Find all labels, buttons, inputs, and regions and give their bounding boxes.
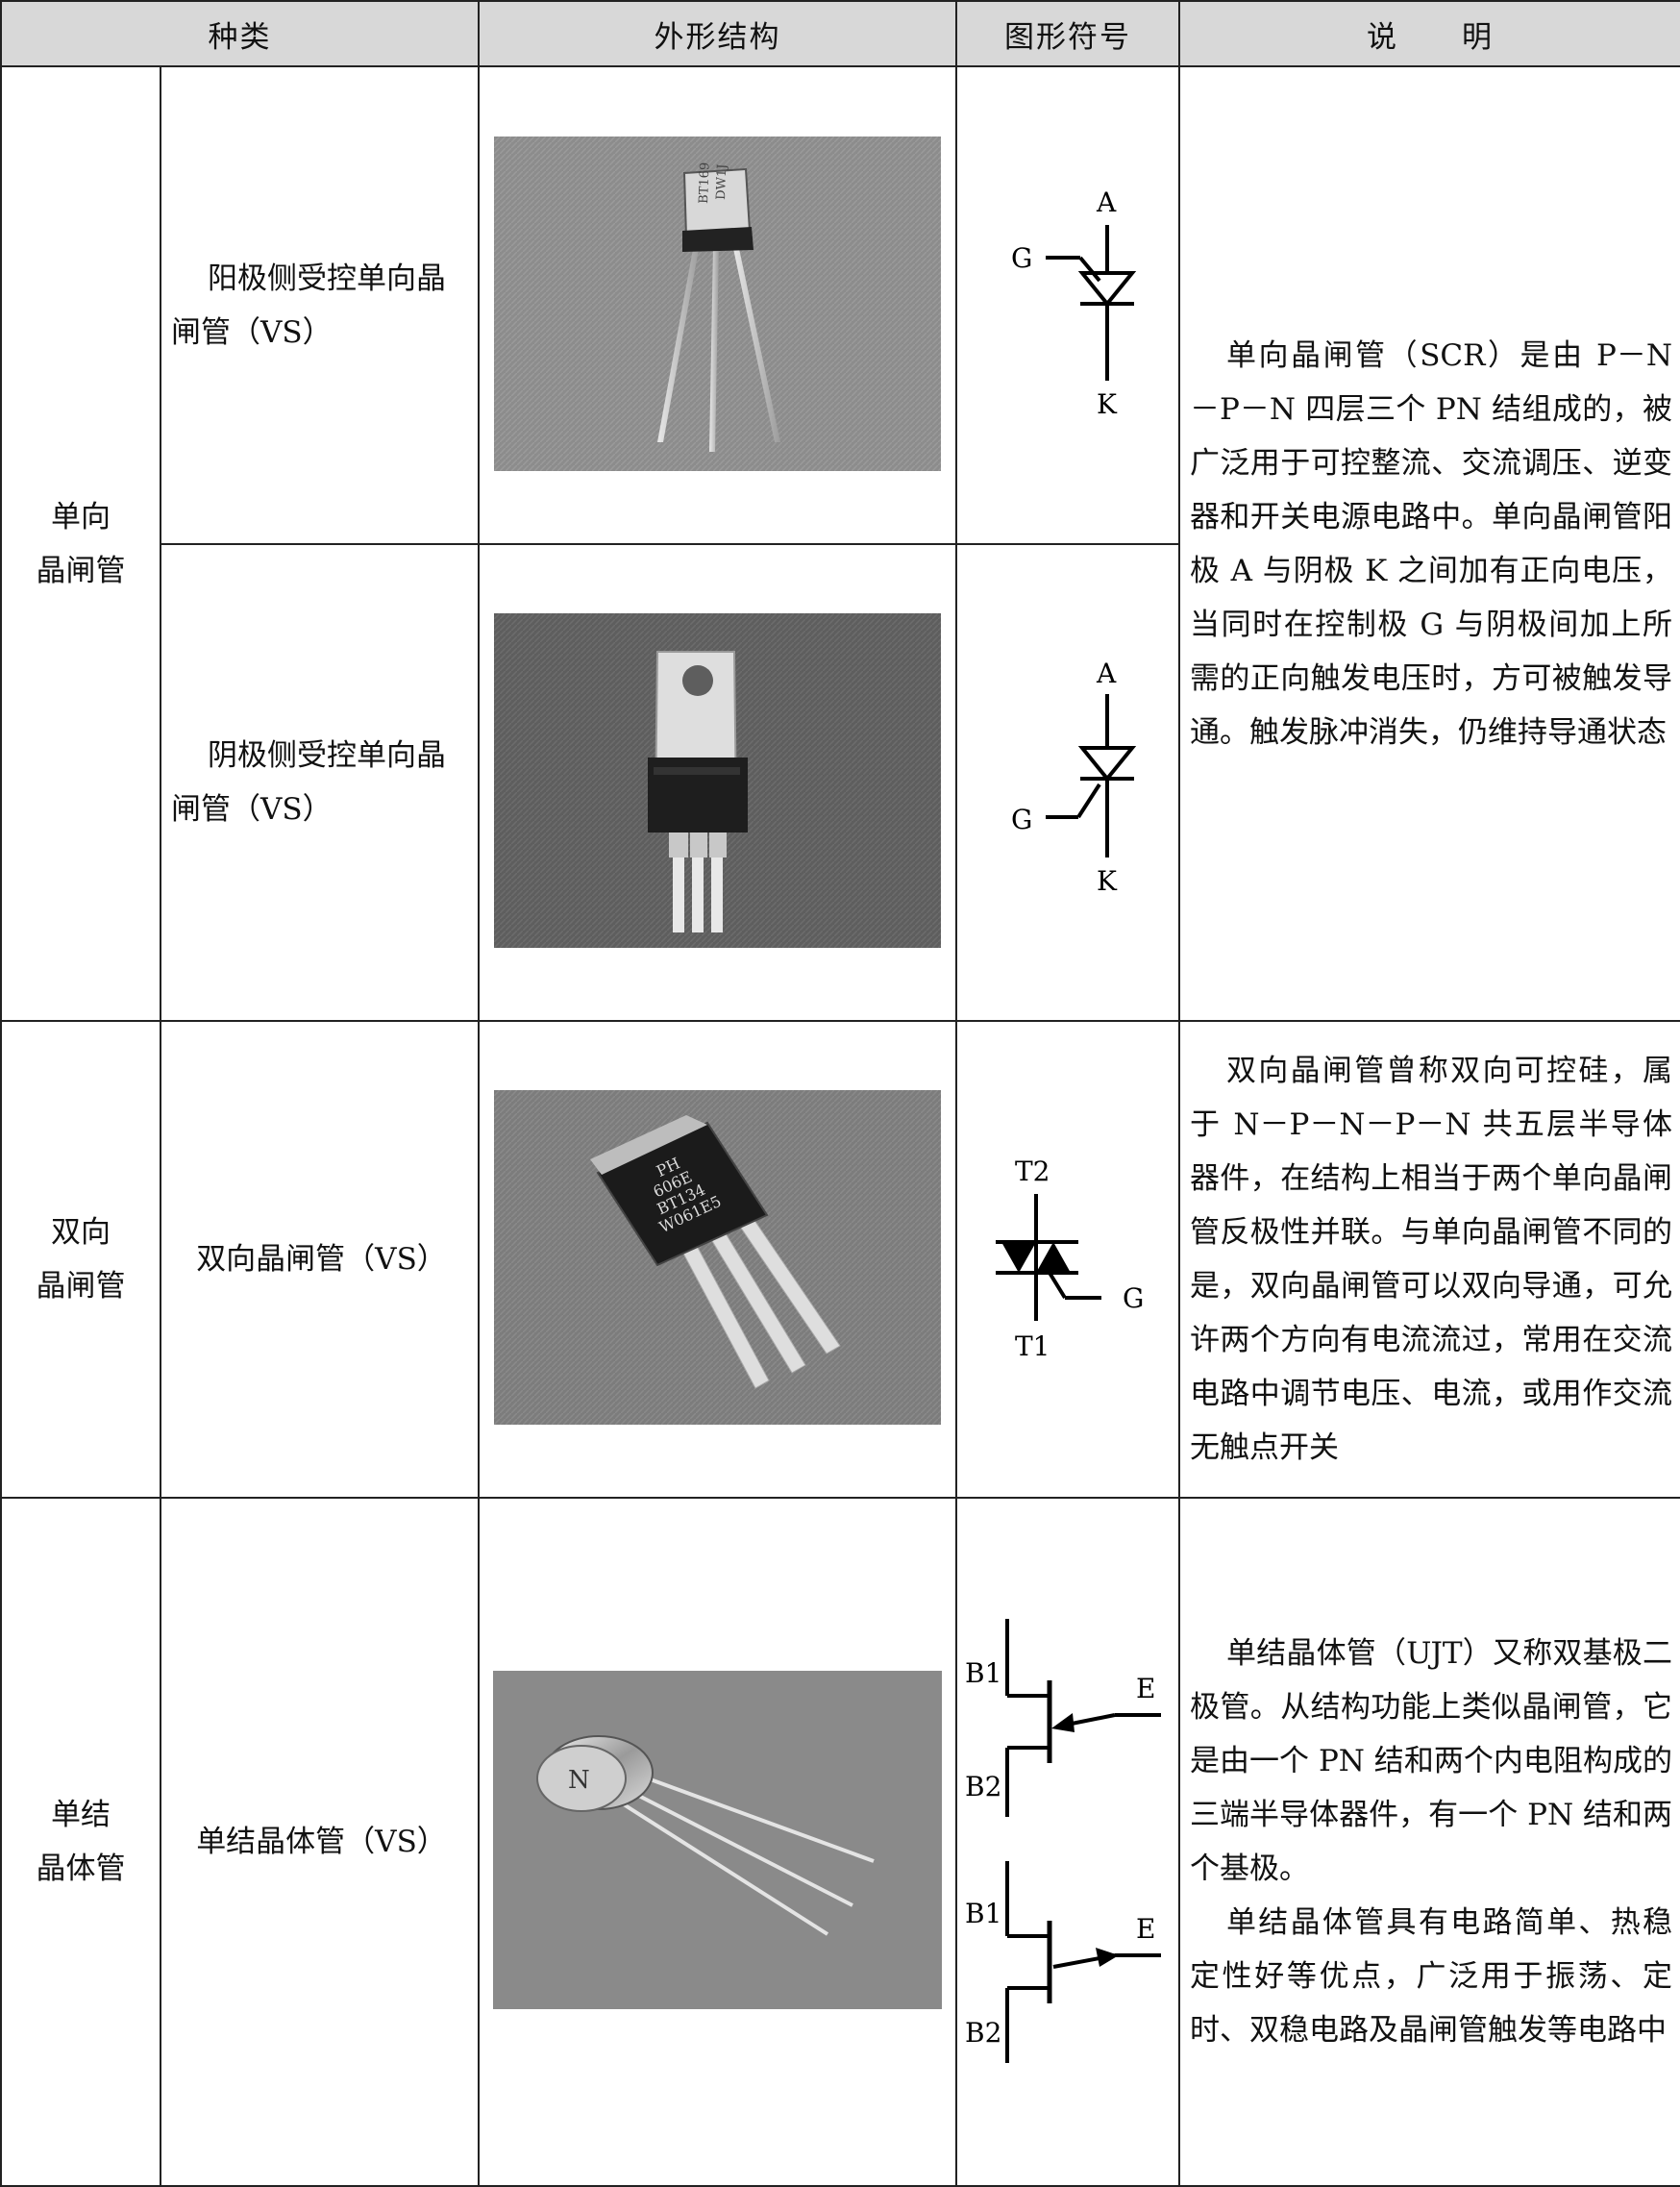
table-row-scr-cathode: 阴极侧受控单向晶 闸管（VS） [1, 543, 1680, 1022]
ujt-marking: N [568, 1766, 590, 1795]
photo-cell-scr-anode: BT169 DW1J [478, 65, 957, 545]
symbol-label-a: A [1096, 186, 1117, 218]
scr-to126-photo [494, 613, 941, 948]
photo-cell-ujt: N [478, 1497, 957, 2187]
symbol-label-b1: B1 [965, 1898, 1001, 1929]
symbol-label-e: E [1136, 1913, 1155, 1945]
subtype-anode-line2: 闸管（VS） [171, 314, 333, 350]
scr-anode-gate-symbol: A G K [1011, 186, 1137, 420]
category-ujt-line1: 单结 [51, 1798, 111, 1832]
subtype-cathode-line2: 闸管（VS） [171, 792, 333, 827]
symbol-label-t1: T1 [1015, 1330, 1050, 1362]
table-row-ujt: 单结 晶体管 单结晶体管（VS） N [0, 1497, 1680, 2187]
symbol-label-g: G [1123, 1282, 1144, 1314]
subtype-cathode-line1: 阴极侧受控单向晶 [208, 738, 446, 773]
category-scr: 单向 晶闸管 [0, 65, 161, 1022]
description-ujt-p1: 单结晶体管（UJT）又称双基极二极管。从结构功能上类似晶闸管，它是由一个 PN … [1190, 1636, 1672, 1886]
symbol-cell-triac: T2 T1 G [955, 1020, 1180, 1499]
symbol-label-k: K [1097, 865, 1118, 897]
symbol-label-a: A [1096, 658, 1117, 689]
header-appearance: 外形结构 [478, 0, 957, 67]
symbol-label-b1: B1 [965, 1657, 1001, 1689]
symbol-label-b2: B2 [965, 2017, 1001, 2049]
symbol-label-b2: B2 [965, 1771, 1001, 1802]
category-ujt: 单结 晶体管 [0, 1497, 161, 2187]
category-triac: 双向 晶闸管 [0, 1020, 161, 1499]
svg-text:DW1J: DW1J [714, 163, 729, 200]
svg-text:BT169: BT169 [697, 162, 712, 204]
header-symbol: 图形符号 [955, 0, 1180, 67]
scr-to92-photo: BT169 DW1J [494, 136, 941, 471]
description-ujt-p2: 单结晶体管具有电路简单、热稳定性好等优点，广泛用于振荡、定时、双稳电路及晶闸管触… [1190, 1905, 1672, 2048]
symbol-cell-scr-anode: A G K [955, 65, 1180, 545]
symbol-label-g: G [1011, 804, 1032, 835]
subtype-ujt: 单结晶体管（VS） [160, 1497, 480, 2187]
symbol-label-k: K [1097, 388, 1118, 420]
header-description: 说 明 [1178, 0, 1680, 67]
description-triac-text: 双向晶闸管曾称双向可控硅，属于 N－P－N－P－N 共五层半导体器件，在结构上相… [1190, 1054, 1672, 1465]
category-triac-line2: 晶闸管 [36, 1269, 126, 1304]
description-triac: 双向晶闸管曾称双向可控硅，属于 N－P－N－P－N 共五层半导体器件，在结构上相… [1178, 1020, 1680, 1499]
subtype-anode-line1: 阳极侧受控单向晶 [208, 261, 446, 296]
photo-cell-triac: PH 606E BT134 W061E5 [478, 1020, 957, 1499]
category-ujt-line2: 晶体管 [36, 1851, 126, 1886]
photo-cell-scr-cathode [478, 543, 957, 1022]
category-triac-line1: 双向 [51, 1215, 111, 1250]
header-type: 种类 [0, 0, 480, 67]
subtype-cathode-controlled: 阴极侧受控单向晶 闸管（VS） [160, 543, 480, 1022]
symbol-label-e: E [1136, 1673, 1155, 1704]
symbol-label-t2: T2 [1015, 1156, 1050, 1187]
triac-photo: PH 606E BT134 W061E5 [494, 1090, 941, 1425]
triac-symbol: T2 T1 G [996, 1156, 1144, 1362]
subtype-triac: 双向晶闸管（VS） [160, 1020, 480, 1499]
symbol-cell-ujt: B1 E B2 B1 E B2 [955, 1497, 1180, 2187]
description-ujt: 单结晶体管（UJT）又称双基极二极管。从结构功能上类似晶闸管，它是由一个 PN … [1178, 1497, 1680, 2187]
description-scr-text: 单向晶闸管（SCR）是由 P－N－P－N 四层三个 PN 结组成的，被广泛用于可… [1190, 337, 1672, 750]
ujt-photo: N [493, 1671, 942, 2009]
category-scr-line1: 单向 [51, 499, 111, 534]
header-row: 种类 外形结构 图形符号 说 明 [0, 0, 1680, 67]
ujt-symbols: B1 E B2 B1 E B2 [965, 1619, 1161, 2063]
subtype-anode-controlled: 阳极侧受控单向晶 闸管（VS） [160, 65, 480, 545]
category-scr-line2: 晶闸管 [36, 553, 126, 588]
symbol-cell-scr-cathode: A G K [955, 543, 1180, 1022]
scr-cathode-gate-symbol: A G K [1011, 658, 1137, 897]
symbol-label-g: G [1011, 242, 1032, 274]
table-row-scr-anode: 单向 晶闸管 阳极侧受控单向晶 闸管（VS） [0, 65, 1680, 1022]
table-row-triac: 双向 晶闸管 双向晶闸管（VS） [0, 1020, 1680, 1499]
description-scr: 单向晶闸管（SCR）是由 P－N－P－N 四层三个 PN 结组成的，被广泛用于可… [1178, 65, 1680, 1022]
